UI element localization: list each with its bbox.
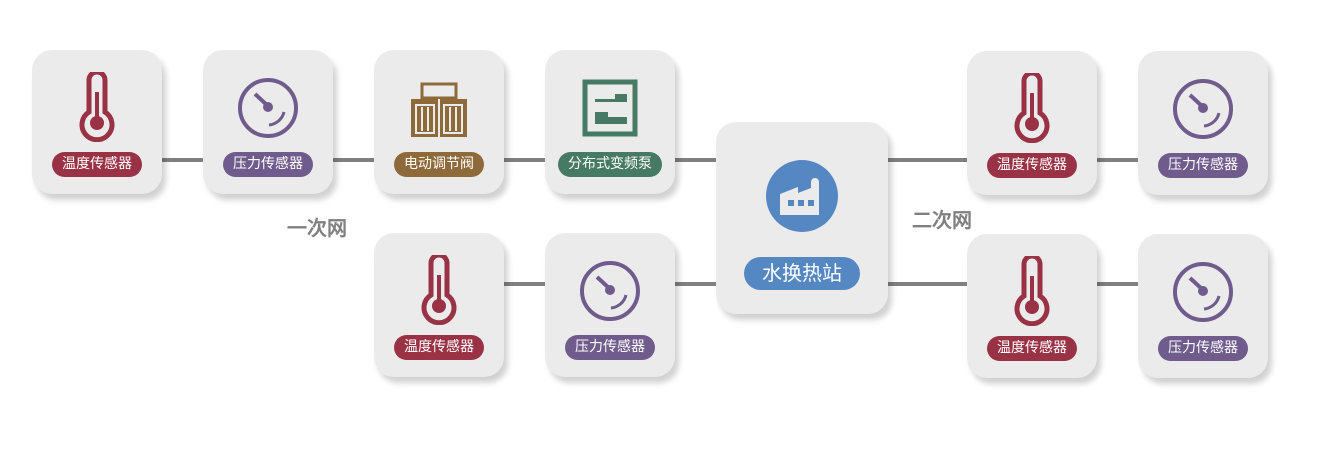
factory-icon: [766, 160, 838, 232]
temp-sensor-card[interactable]: 温度传感器: [967, 234, 1097, 378]
valve-icon: [411, 82, 467, 137]
pump-label: 分布式变频泵: [558, 152, 662, 177]
pressure-sensor-card[interactable]: 压力传感器: [1138, 51, 1268, 195]
thermometer-icon: [79, 72, 115, 142]
pump-card[interactable]: 分布式变频泵: [545, 50, 675, 194]
gauge-icon: [238, 78, 298, 138]
station-label: 水换热站: [744, 257, 860, 290]
gauge-icon: [1173, 79, 1233, 139]
pressure-sensor-card[interactable]: 压力传感器: [203, 50, 333, 194]
pressure-sensor-label: 压力传感器: [223, 152, 313, 177]
gauge-icon: [1173, 262, 1233, 322]
temp-sensor-card[interactable]: 温度传感器: [32, 50, 162, 194]
pump-icon: [582, 79, 638, 137]
temp-sensor-card[interactable]: 温度传感器: [967, 51, 1097, 195]
temp-sensor-label: 温度传感器: [987, 336, 1077, 361]
temp-sensor-card[interactable]: 温度传感器: [374, 233, 504, 377]
primary-network-label: 一次网: [287, 216, 347, 240]
temp-sensor-label: 温度传感器: [987, 153, 1077, 178]
heat-exchange-station-card[interactable]: 水换热站: [716, 122, 888, 314]
thermometer-icon: [421, 255, 457, 325]
gauge-icon: [580, 261, 640, 321]
thermometer-icon: [1014, 73, 1050, 143]
temp-sensor-label: 温度传感器: [52, 152, 142, 177]
valve-card[interactable]: 电动调节阀: [374, 50, 504, 194]
temp-sensor-label: 温度传感器: [394, 335, 484, 360]
pressure-sensor-label: 压力传感器: [1158, 336, 1248, 361]
valve-label: 电动调节阀: [394, 152, 484, 177]
pressure-sensor-card[interactable]: 压力传感器: [545, 233, 675, 377]
pressure-sensor-label: 压力传感器: [1158, 153, 1248, 178]
pressure-sensor-label: 压力传感器: [565, 335, 655, 360]
pressure-sensor-card[interactable]: 压力传感器: [1138, 234, 1268, 378]
thermometer-icon: [1014, 256, 1050, 326]
secondary-network-label: 二次网: [912, 208, 972, 232]
